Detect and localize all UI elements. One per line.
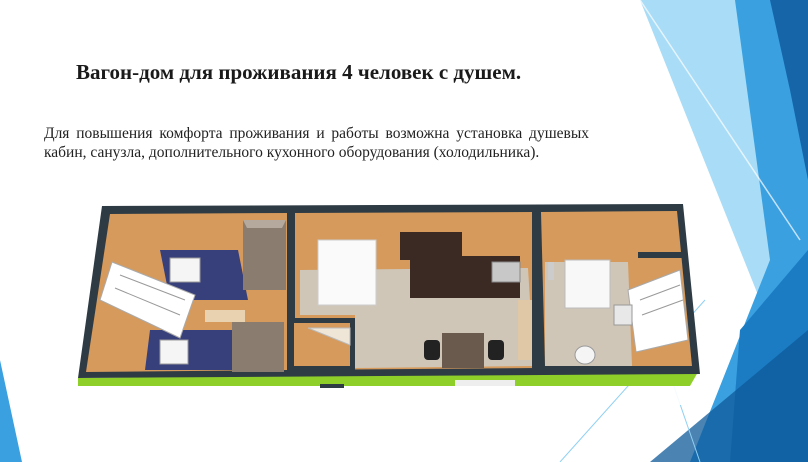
deco-left-corner bbox=[0, 360, 22, 462]
exterior-door-mark bbox=[320, 384, 344, 388]
wall-kitchen-bath bbox=[532, 209, 540, 369]
dining-table bbox=[442, 333, 484, 368]
deco-line-1 bbox=[639, 0, 801, 241]
vestibule-door-swing bbox=[307, 327, 351, 346]
bath-cabinet-line-2 bbox=[641, 299, 684, 316]
kitchen-side-shelf bbox=[518, 300, 532, 360]
exterior-step bbox=[455, 380, 515, 386]
deco-corner bbox=[650, 330, 808, 462]
bathroom-sink bbox=[613, 304, 633, 326]
kitchen-sink bbox=[491, 261, 521, 283]
pillow-top bbox=[169, 257, 201, 283]
carpet-bottom bbox=[145, 330, 240, 370]
wardrobe-left bbox=[99, 261, 196, 339]
cabinet-top bbox=[243, 220, 286, 290]
slide-body-text: Для повышения комфорта проживания и рабо… bbox=[44, 125, 589, 161]
shower-cabin bbox=[564, 259, 611, 309]
upper-cabinet bbox=[400, 232, 462, 260]
deco-dark-top bbox=[770, 0, 808, 180]
chair-right bbox=[488, 340, 504, 360]
pillow-bottom bbox=[159, 339, 189, 365]
bath-cabinet-line-1 bbox=[639, 284, 681, 301]
bedroom-shelf bbox=[205, 310, 245, 322]
cabinet-bottom bbox=[232, 322, 284, 372]
wall-bed-kitchen bbox=[287, 210, 294, 372]
bathroom-cabinet bbox=[627, 269, 689, 353]
fridge bbox=[317, 239, 377, 306]
wardrobe-line-1 bbox=[119, 274, 186, 301]
exterior-green-wall bbox=[78, 372, 698, 386]
cabinet-top-lid bbox=[243, 220, 286, 228]
wardrobe-line-2 bbox=[114, 287, 181, 316]
chair-left bbox=[424, 340, 440, 360]
toilet bbox=[574, 345, 596, 365]
wall-bath-partition bbox=[638, 252, 686, 258]
bathroom-pipe bbox=[548, 262, 554, 280]
slide-title: Вагон-дом для проживания 4 человек с душ… bbox=[76, 60, 522, 84]
